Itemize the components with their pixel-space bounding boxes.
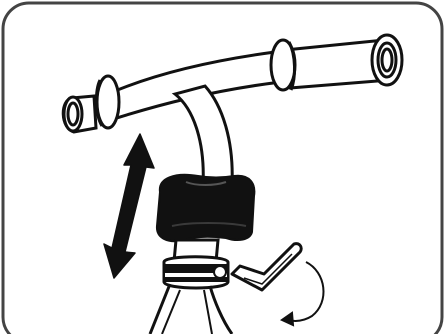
seat-clamp-collar: [162, 255, 230, 290]
rotation-arrow: [279, 261, 325, 327]
frame-fork: [148, 283, 234, 334]
height-adjust-knob: [155, 173, 256, 243]
quick-release-lever[interactable]: [230, 242, 303, 292]
right-grip: [269, 33, 404, 92]
handlebar: [93, 38, 392, 124]
height-adjust-arrow: [103, 133, 155, 279]
left-grip: [61, 74, 121, 134]
